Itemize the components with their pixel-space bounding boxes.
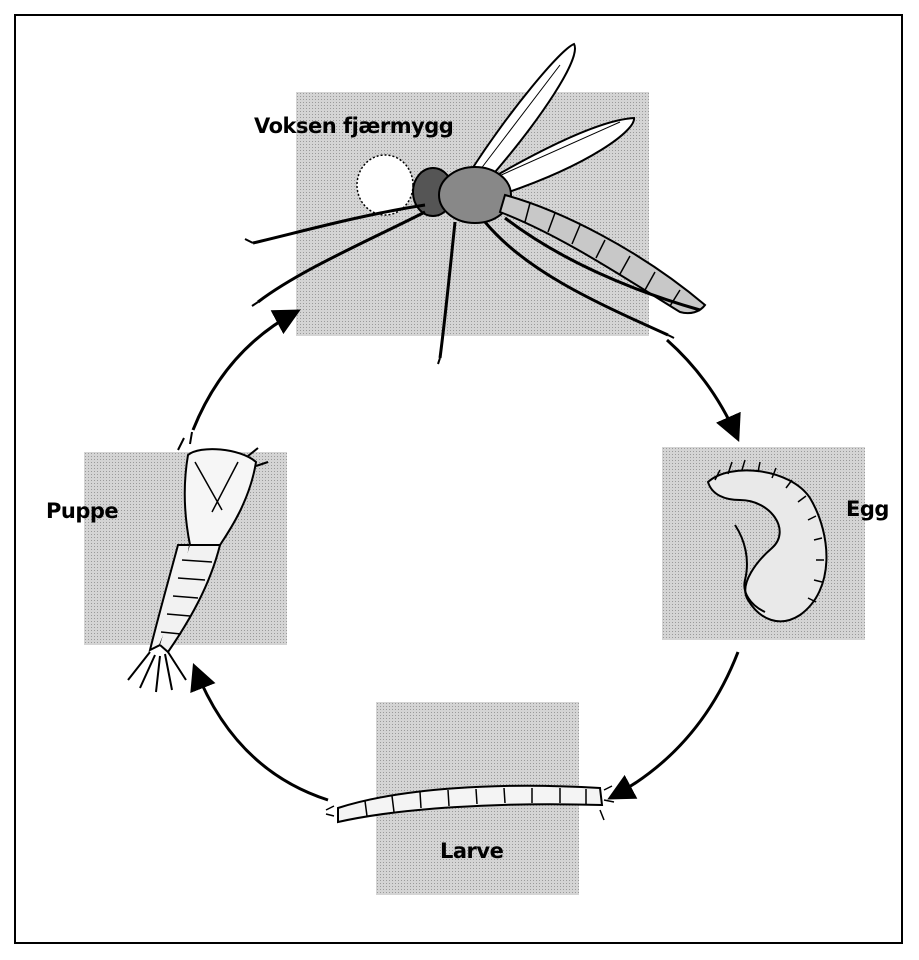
egg-illustration	[708, 460, 826, 621]
stage-label-pupa: Puppe	[46, 499, 118, 523]
stage-label-larva: Larve	[440, 839, 503, 863]
stage-label-egg: Egg	[846, 497, 889, 521]
arrow-egg-to-larva	[612, 652, 738, 797]
arrow-adult-to-egg	[667, 340, 737, 437]
adult-midge-illustration	[245, 44, 705, 364]
arrow-pupa-to-adult	[193, 312, 296, 430]
arrow-larva-to-pupa	[195, 668, 328, 800]
larva-illustration	[326, 786, 614, 822]
stage-label-adult: Voksen fjærmygg	[254, 114, 453, 138]
pupa-illustration	[128, 432, 268, 692]
